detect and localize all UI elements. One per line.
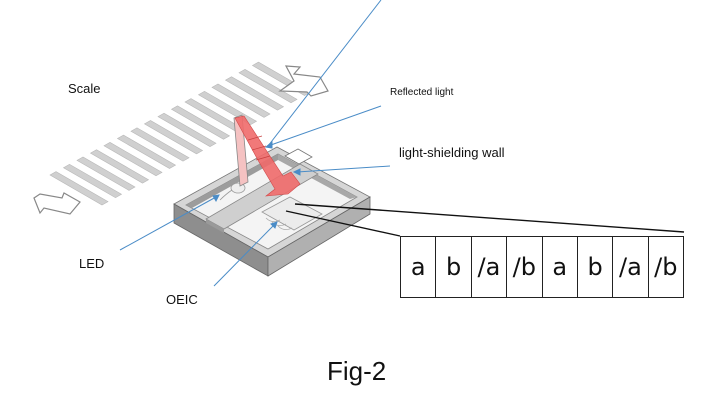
photodiode-cell: a: [543, 237, 578, 297]
photodiode-array-pattern: a b /a /b a b /a /b: [400, 236, 684, 298]
scale-stripe: [211, 83, 271, 118]
reflected-light-label: Reflected light: [390, 87, 454, 98]
photodiode-cell: /b: [654, 253, 678, 281]
led-label: LED: [79, 256, 105, 271]
zoom-line-top: [294, 203, 685, 233]
photodiode-cell: b: [578, 237, 614, 297]
photodiode-cell: /a: [472, 237, 508, 297]
scale-stripe: [170, 105, 231, 140]
scale-stripe: [103, 142, 163, 177]
arrow-right-icon: [278, 65, 329, 97]
reflected-light-arrow: [234, 115, 301, 197]
scale-stripe: [116, 134, 177, 169]
scale-stripe: [143, 120, 204, 155]
scale-stripe: [224, 76, 285, 111]
leader-lines: [119, 0, 391, 287]
photodiode-cell: /b: [507, 237, 543, 297]
figure-caption: Fig-2: [327, 356, 387, 386]
scale-stripe: [157, 112, 217, 147]
photodiode-cell: /a: [613, 237, 649, 297]
photodiode-cell: a: [401, 237, 437, 297]
oeic-label: OEIC: [166, 292, 198, 307]
scale-label: Scale: [68, 81, 101, 96]
scale-stripe: [130, 127, 190, 162]
arrow-left-icon: [33, 192, 81, 215]
light-shielding-wall-label: light-shielding wall: [399, 145, 505, 160]
scale-stripe: [89, 149, 150, 184]
scale-stripe: [76, 156, 136, 191]
scale-stripe: [49, 171, 109, 206]
emitted-light-beam: [233, 114, 249, 187]
scale-stripe: [238, 69, 298, 104]
scale-stripe: [62, 163, 123, 199]
photodiode-cell: b: [436, 237, 472, 297]
zoom-line-bottom: [285, 210, 401, 237]
